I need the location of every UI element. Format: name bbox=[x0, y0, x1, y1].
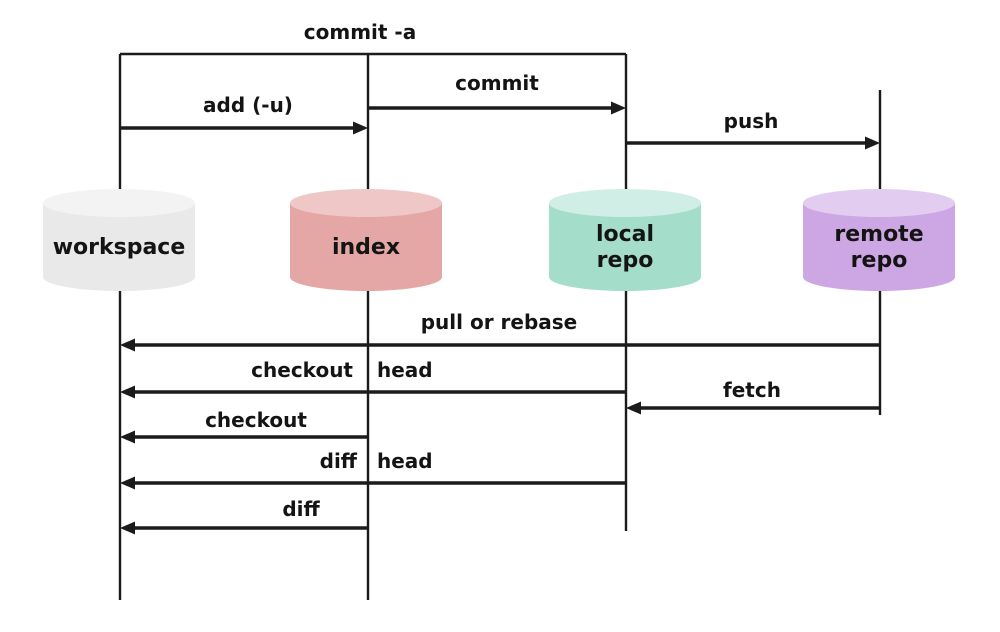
node-index: index bbox=[290, 189, 442, 291]
node-top-workspace bbox=[43, 189, 195, 217]
node-body-index bbox=[290, 203, 442, 291]
edge-arrowhead-diff bbox=[120, 521, 135, 535]
node-body-local-repo bbox=[549, 203, 701, 291]
node-body-remote-repo bbox=[803, 203, 955, 291]
edges-layer bbox=[120, 52, 880, 535]
edge-label-commit: commit bbox=[455, 71, 539, 95]
lifelines-layer bbox=[118, 54, 882, 600]
edge-arrowhead-push bbox=[865, 136, 880, 150]
edge-label-push: push bbox=[724, 109, 779, 133]
edge-label-add: add (-u) bbox=[203, 93, 293, 117]
node-label-index: index bbox=[332, 235, 400, 260]
edge-label-checkout-head-2: head bbox=[377, 358, 433, 382]
node-label-local-repo-line1: local bbox=[596, 222, 654, 247]
edge-label-diff: diff bbox=[282, 497, 320, 521]
edge-arrowhead-checkout bbox=[120, 430, 135, 444]
node-label-local-repo-line2: repo bbox=[597, 248, 654, 273]
node-label-workspace: workspace bbox=[53, 235, 186, 260]
edge-label-commit-a: commit -a bbox=[304, 20, 416, 44]
node-top-index bbox=[290, 189, 442, 217]
edge-arrowhead-diff-head bbox=[120, 476, 135, 490]
node-workspace: workspace bbox=[43, 189, 195, 291]
node-body-workspace bbox=[43, 203, 195, 291]
edge-label-checkout-head-1: checkout bbox=[251, 358, 353, 382]
edge-arrowhead-fetch bbox=[626, 401, 641, 415]
edge-label-pull-or-rebase: pull or rebase bbox=[421, 310, 578, 334]
edge-arrowhead-commit bbox=[611, 101, 626, 115]
edge-arrowhead-checkout-head bbox=[120, 385, 135, 399]
node-top-local-repo bbox=[549, 189, 701, 217]
edge-label-checkout: checkout bbox=[205, 408, 307, 432]
edge-label-diff-head-1: diff bbox=[320, 449, 358, 473]
edge-arrowhead-pull-or-rebase bbox=[120, 338, 135, 352]
edge-arrowhead-add bbox=[353, 121, 368, 135]
node-top-remote-repo bbox=[803, 189, 955, 217]
node-label-remote-repo-line2: repo bbox=[851, 248, 908, 273]
edge-label-fetch: fetch bbox=[723, 378, 781, 402]
node-label-remote-repo-line1: remote bbox=[834, 222, 923, 247]
edge-label-diff-head-2: head bbox=[377, 449, 433, 473]
labels-layer: commit -a add (-u) commit push pull or rebas… bbox=[203, 20, 781, 521]
